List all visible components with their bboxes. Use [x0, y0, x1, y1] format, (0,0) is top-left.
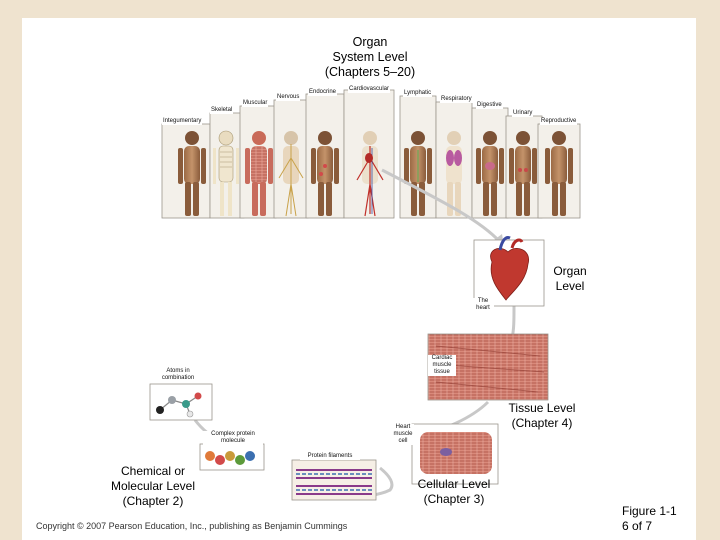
- figure-caption: Figure 1-1 6 of 7: [622, 504, 677, 534]
- system-label-urinary: Urinary: [512, 110, 534, 117]
- heart-cell-line3: cell: [398, 438, 408, 444]
- cardiac-tissue-label: Cardiac muscle tissue: [428, 355, 456, 376]
- organ-system-title: Organ System Level (Chapters 5–20): [300, 35, 440, 80]
- chemical-level-line1: Chemical or: [120, 464, 186, 478]
- system-label-integumentary: Integumentary: [162, 118, 203, 125]
- figure-line1: Figure 1-1: [622, 504, 677, 518]
- cellular-level-label: Cellular Level (Chapter 3): [406, 477, 502, 507]
- atoms-label: Atoms in combination: [150, 368, 206, 382]
- system-label-endocrine: Endocrine: [308, 89, 338, 96]
- protein-line1: Complex protein: [211, 431, 255, 437]
- chemical-level-label: Chemical or Molecular Level (Chapter 2): [96, 464, 210, 509]
- chemical-level-line2: Molecular Level: [110, 479, 196, 493]
- title-line3: (Chapters 5–20): [324, 65, 416, 79]
- tissue-level-line1: Tissue Level: [508, 401, 576, 415]
- cardiac-tissue-line1: Cardiac: [431, 355, 453, 361]
- system-label-reproductive: Reproductive: [540, 118, 578, 125]
- heart-cell-label: Heart muscle cell: [392, 424, 414, 445]
- organ-level-label: Organ Level: [540, 264, 600, 294]
- cell-illustration: [411, 423, 499, 485]
- figure-line2: 6 of 7: [622, 519, 653, 533]
- tissue-level-label: Tissue Level (Chapter 4): [494, 401, 590, 431]
- heart-label-line2: heart: [476, 305, 490, 311]
- cardiac-tissue-line2: muscle: [432, 362, 452, 368]
- title-line2: System Level: [332, 50, 408, 64]
- chemical-level-line3: (Chapter 2): [122, 494, 184, 508]
- system-label-muscular: Muscular: [242, 100, 269, 107]
- protein-illustration: [199, 443, 265, 471]
- system-label-cardiovascular: Cardiovascular: [348, 86, 391, 93]
- organ-level-line2: Level: [555, 279, 585, 293]
- organ-level-line1: Organ: [553, 264, 587, 278]
- system-label-digestive: Digestive: [476, 102, 503, 109]
- atoms-illustration: [149, 383, 213, 421]
- atoms-line1: Atoms in: [166, 368, 190, 374]
- copyright-notice: Copyright © 2007 Pearson Education, Inc.…: [36, 521, 348, 531]
- heart-label: The heart: [472, 298, 494, 312]
- cellular-level-line1: Cellular Level: [417, 477, 491, 491]
- system-label-lymphatic: Lymphatic: [403, 90, 433, 97]
- filaments-illustration: [291, 459, 377, 501]
- protein-label: Complex protein molecule: [203, 431, 263, 445]
- protein-line2: molecule: [220, 438, 245, 444]
- cardiac-tissue-line3: tissue: [434, 369, 450, 375]
- system-label-skeletal: Skeletal: [210, 107, 234, 114]
- filaments-label: Protein filaments: [300, 453, 360, 460]
- cellular-level-line2: (Chapter 3): [423, 492, 485, 506]
- atoms-line2: combination: [161, 375, 195, 381]
- heart-cell-line2: muscle: [393, 431, 413, 437]
- heart-cell-line1: Heart: [395, 424, 411, 430]
- system-label-respiratory: Respiratory: [440, 96, 473, 103]
- body-figures: [178, 130, 573, 217]
- system-label-nervous: Nervous: [276, 94, 301, 101]
- tissue-level-line2: (Chapter 4): [511, 416, 573, 430]
- heart-label-line1: The: [477, 298, 489, 304]
- heart-illustration: [473, 236, 545, 307]
- title-line1: Organ: [352, 35, 388, 49]
